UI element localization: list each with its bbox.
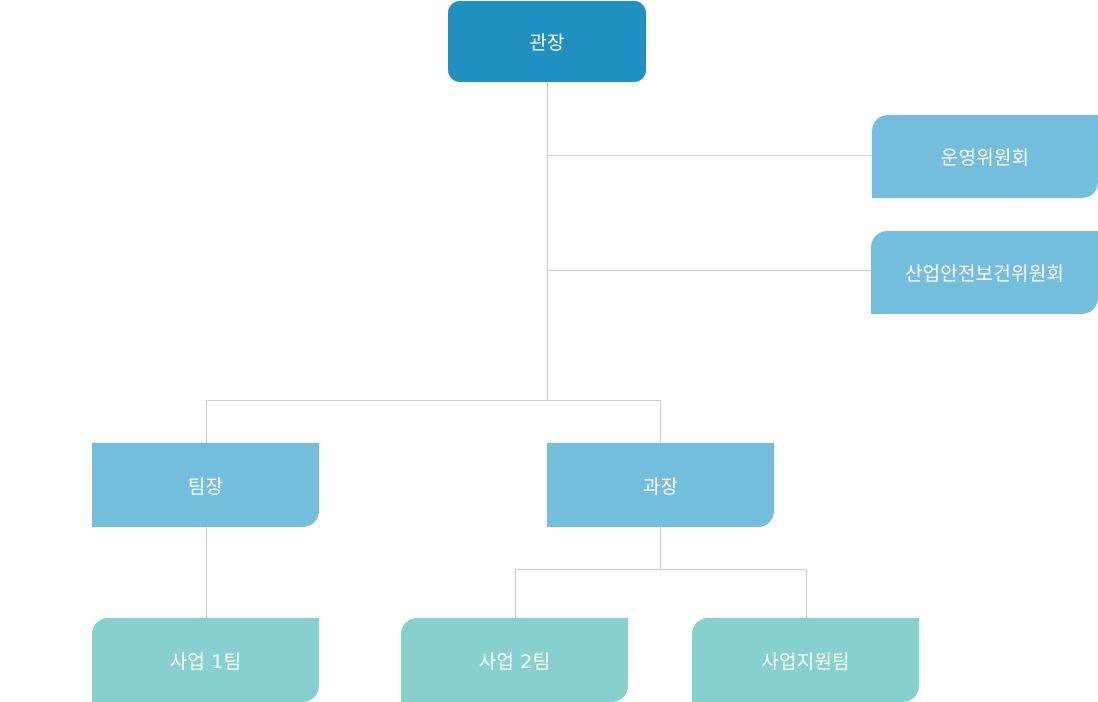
team-lead-box: 팀장	[92, 443, 319, 527]
business-team-2-box: 사업 2팀	[401, 618, 628, 702]
safety-health-committee-box: 산업안전보건위원회	[871, 231, 1098, 314]
director-label: 관장	[529, 32, 565, 54]
section-chief-label: 과장	[642, 475, 679, 498]
operations-committee-box: 운영위원회	[872, 115, 1098, 198]
section-chief-box: 과장	[547, 443, 774, 527]
operations-committee-label: 운영위원회	[940, 147, 1030, 169]
director-box: 관장	[448, 1, 646, 82]
safety-health-committee-label: 산업안전보건위원회	[904, 263, 1065, 285]
business-team-1-label: 사업 1팀	[169, 650, 242, 673]
business-team-1-box: 사업 1팀	[92, 618, 319, 702]
business-support-team-box: 사업지원팀	[692, 618, 919, 702]
business-support-team-label: 사업지원팀	[761, 650, 850, 673]
team-lead-label: 팀장	[187, 475, 224, 498]
business-team-2-label: 사업 2팀	[478, 650, 551, 673]
